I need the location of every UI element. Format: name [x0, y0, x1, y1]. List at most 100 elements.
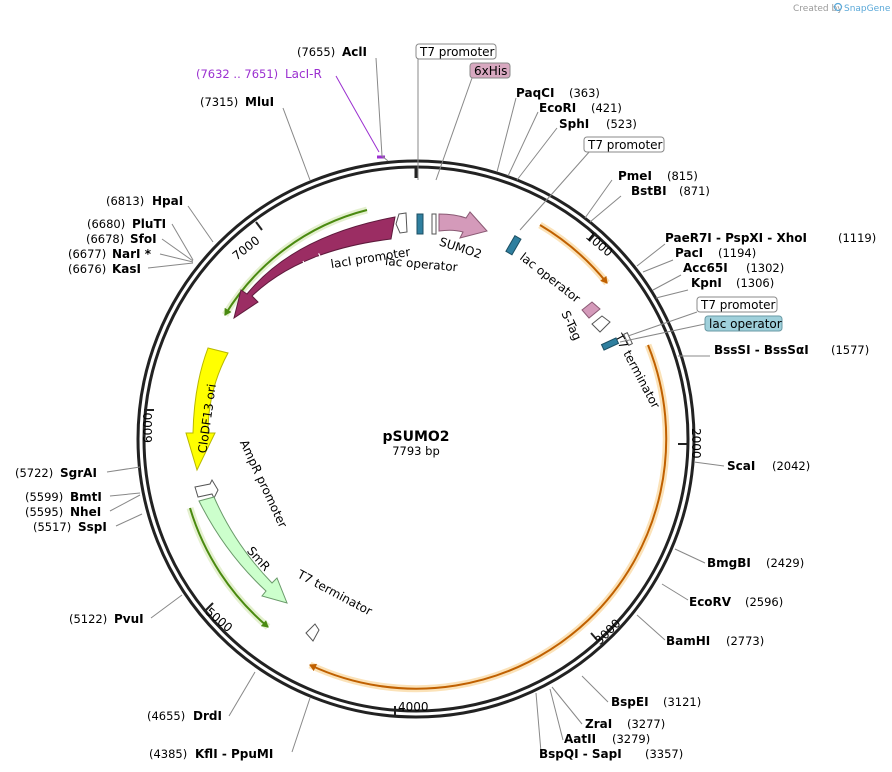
site-hpai-pos: (6813) — [106, 194, 144, 208]
lac-operator-feature[interactable] — [416, 213, 424, 235]
t7-promoter-mid-box[interactable] — [583, 136, 665, 153]
leader-line — [636, 614, 666, 641]
t7-promoter-top-label: T7 promoter — [419, 45, 495, 59]
t7-promoter-feature[interactable] — [431, 213, 437, 235]
site-zrai-pos: (3277) — [627, 717, 665, 731]
site-nari-name[interactable]: NarI * — [112, 247, 152, 261]
ampr-promoter-feature[interactable] — [194, 478, 219, 500]
his6-label: 6xHis — [474, 64, 507, 78]
credit-prefix: Created by — [793, 4, 843, 14]
site-kpni-name[interactable]: KpnI — [691, 276, 722, 290]
tick-label-5000: 5000 — [203, 605, 235, 635]
site-nhei-name[interactable]: NheI — [70, 505, 101, 519]
leader-line — [642, 259, 674, 273]
leader-line — [652, 274, 682, 291]
site-paci-name[interactable]: PacI — [675, 246, 703, 260]
leader-line — [106, 466, 141, 473]
site-kasi-name[interactable]: KasI — [112, 262, 141, 276]
lac-operator-label: lac operator — [385, 254, 459, 274]
t7-terminator-2-feature[interactable] — [305, 623, 320, 642]
site-mlui-pos: (7315) — [200, 95, 238, 109]
his6-box[interactable] — [469, 62, 511, 79]
leader-line — [291, 697, 311, 753]
leader-line — [619, 323, 706, 343]
site-hpai-name[interactable]: HpaI — [152, 194, 183, 208]
leader-line — [627, 311, 698, 337]
site-sspi-name[interactable]: SspI — [78, 520, 107, 534]
site-pvui-name[interactable]: PvuI — [114, 612, 144, 626]
t7-terminator-feature[interactable] — [591, 315, 611, 333]
site-bspei-name[interactable]: BspEI — [611, 695, 649, 709]
stag-feature[interactable] — [581, 301, 601, 319]
site-paqci-pos: (363) — [569, 86, 600, 100]
site-bstbi-name[interactable]: BstBI — [631, 184, 667, 198]
leader-line — [109, 494, 141, 512]
laci-promoter-feature[interactable] — [395, 212, 408, 234]
site-mlui-name[interactable]: MluI — [245, 95, 274, 109]
site-zrai-name[interactable]: ZraI — [585, 717, 612, 731]
site-bspqi-name[interactable]: BspQI - SapI — [539, 747, 622, 761]
site-paci-pos: (1194) — [718, 246, 756, 260]
site-pluti-name[interactable]: PluTI — [132, 217, 166, 231]
site-scai-name[interactable]: ScaI — [727, 459, 755, 473]
sumo2-label: SUMO2 — [438, 235, 484, 262]
lac-operator-right-box[interactable] — [704, 315, 783, 332]
sumo2-feature[interactable] — [438, 211, 488, 239]
leader-line — [661, 583, 689, 601]
tick-mark — [255, 221, 263, 231]
site-acli-name[interactable]: AclI — [342, 45, 367, 59]
site-nhei-pos: (5595) — [25, 505, 63, 519]
t7-promoter-top-box[interactable] — [415, 43, 497, 60]
site-bamhi-pos: (2773) — [726, 634, 764, 648]
site-aatii-name[interactable]: AatII — [564, 732, 596, 746]
lac-operator-2-label: lac operator — [517, 250, 583, 306]
leader-line — [655, 289, 689, 299]
site-bamhi-name[interactable]: BamHI — [666, 634, 710, 648]
site-paqci-name[interactable]: PaqCI — [516, 86, 554, 100]
site-kfli-name[interactable]: KflI - PpuMI — [195, 747, 273, 761]
site-pmei-name[interactable]: PmeI — [618, 169, 652, 183]
site-paer7i-name[interactable]: PaeR7I - PspXI - XhoI — [665, 231, 807, 245]
site-sphi-name[interactable]: SphI — [559, 117, 589, 131]
leader-line — [507, 111, 539, 177]
sumo-orf-arc — [539, 224, 608, 284]
site-bmti-name[interactable]: BmtI — [70, 490, 102, 504]
clodf13-ori-feature[interactable] — [185, 347, 229, 472]
site-sfoi-name[interactable]: SfoI — [130, 232, 157, 246]
leader-line — [693, 461, 725, 467]
site-scai-pos: (2042) — [772, 459, 810, 473]
t7-promoter-right-box[interactable] — [696, 296, 778, 313]
lac-operator-right-label: lac operator — [709, 317, 782, 331]
leader-line — [187, 205, 214, 243]
site-paer7i-pos: (1119) — [838, 231, 876, 245]
laci-feature[interactable] — [233, 216, 396, 320]
site-leaders — [106, 57, 725, 753]
lac-operator-2-feature[interactable] — [505, 235, 522, 256]
site-nari-pos: (6677) — [68, 247, 106, 261]
snapgene-credit: Created by SnapGene — [793, 2, 891, 14]
site-acc65i-pos: (1302) — [746, 261, 784, 275]
leader-line — [584, 179, 613, 219]
site-acc65i-name[interactable]: Acc65I — [683, 261, 728, 275]
t7-promoter-2-feature[interactable] — [622, 332, 634, 346]
smr-feature[interactable] — [198, 496, 288, 604]
orf-arcs — [186, 206, 670, 693]
site-ecori-name[interactable]: EcoRI — [539, 101, 576, 115]
t7-promoter-mid-label: T7 promoter — [587, 138, 663, 152]
t7-promoter-right-label: T7 promoter — [700, 298, 776, 312]
site-bsssi-name[interactable]: BssSI - BssSαI — [714, 343, 809, 357]
lac-operator-3-feature[interactable] — [600, 337, 620, 351]
leader-line — [159, 253, 194, 263]
site-bmgbi-name[interactable]: BmgBI — [707, 556, 751, 570]
site-sgrai-name[interactable]: SgrAI — [60, 466, 97, 480]
site-pvui-pos: (5122) — [69, 612, 107, 626]
site-bmgbi-pos: (2429) — [766, 556, 804, 570]
site-ecorv-name[interactable]: EcoRV — [689, 595, 732, 609]
site-pmei-pos: (815) — [667, 169, 698, 183]
large-orf-arc — [309, 344, 668, 690]
site-laci-r-pos: (7632 .. 7651) — [196, 67, 278, 81]
site-laci-r-name[interactable]: LacI-R — [285, 67, 322, 81]
site-drdi-name[interactable]: DrdI — [193, 709, 222, 723]
leader-line — [228, 671, 256, 717]
site-kasi-pos: (6676) — [68, 262, 106, 276]
